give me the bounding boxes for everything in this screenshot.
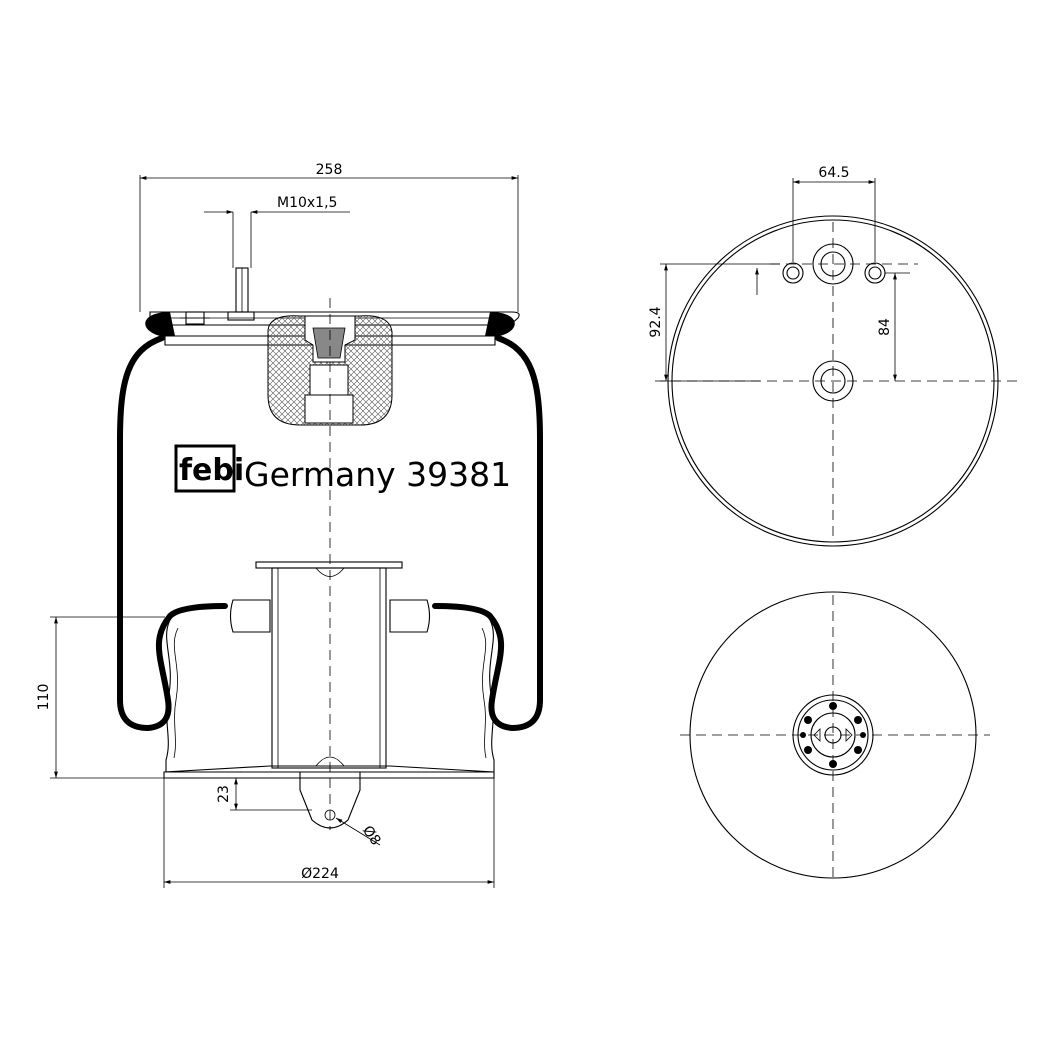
dim-overall-width: 258: [139, 162, 519, 312]
label-thread: M10x1,5: [277, 195, 337, 211]
dim-thread: M10x1,5: [204, 195, 350, 268]
top-stud-left: [782, 262, 804, 284]
rubber-bellows: [117, 335, 543, 731]
bottom-bolt-holes: [800, 702, 866, 768]
brand-caption: Germany 39381: [244, 455, 511, 494]
label-pin-offset: 23: [216, 785, 232, 803]
bottom-hub: [792, 694, 874, 776]
top-stud-right: [864, 262, 886, 284]
threaded-stud: [180, 267, 255, 325]
label-hole-spacing: 64.5: [818, 165, 849, 181]
label-offset-right: 84: [877, 318, 893, 336]
side-section-view: febi Germany 39381 258 M10x1,5 110: [36, 162, 543, 888]
brand-logo: febi: [174, 444, 244, 493]
label-base-diameter: Ø224: [301, 866, 339, 882]
bottom-view: [680, 591, 990, 880]
top-view: 64.5 92.4 84: [648, 165, 1018, 547]
piston: [163, 561, 495, 829]
label-overall-width: 258: [316, 162, 343, 178]
dim-base-diameter: Ø224: [163, 778, 495, 888]
bead-rolls: [145, 312, 515, 336]
label-bellows-height: 110: [36, 684, 52, 711]
dim-bellows-height: 110: [36, 616, 165, 779]
dim-offset-right: 84: [877, 272, 910, 381]
logo-text: febi: [179, 453, 244, 488]
dim-offset-left: 92.4: [648, 263, 780, 382]
top-center-hole: [812, 360, 854, 402]
top-inlet-hole: [812, 243, 854, 285]
dim-pin-offset: 23: [216, 777, 312, 811]
dim-pin-hole: Ø8: [335, 817, 384, 848]
label-offset-left: 92.4: [648, 306, 664, 337]
dim-hole-spacing: 64.5: [792, 165, 876, 262]
